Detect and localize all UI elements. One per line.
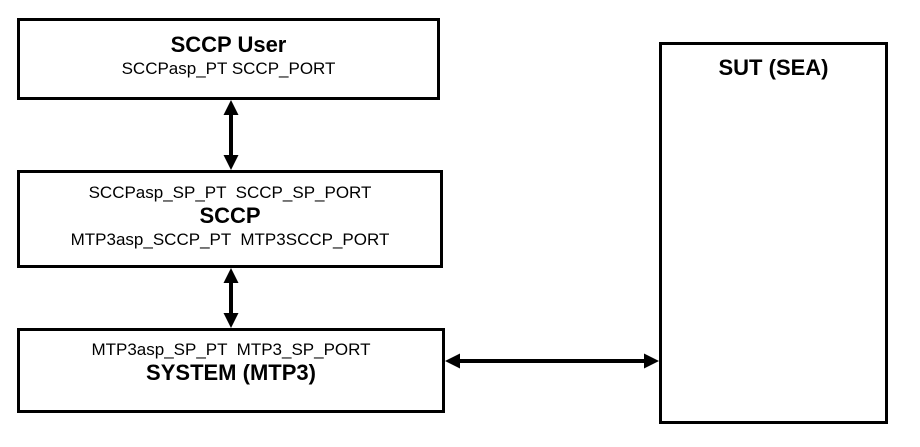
system-mtp3-title: SYSTEM (MTP3) xyxy=(146,360,316,385)
system-mtp3-box: MTP3asp_SP_PT MTP3_SP_PORT SYSTEM (MTP3) xyxy=(17,328,445,413)
sccp-user-ports-label: SCCPasp_PT SCCP_PORT xyxy=(121,59,336,78)
sccp-user-box: SCCP User SCCPasp_PT SCCP_PORT xyxy=(17,18,440,100)
system-mtp3-ports-label: MTP3asp_SP_PT MTP3_SP_PORT xyxy=(91,340,371,359)
sut-title: SUT (SEA) xyxy=(718,55,829,80)
arrow-sccp-to-system-icon xyxy=(223,268,239,328)
sccp-user-title: SCCP User xyxy=(170,32,287,57)
sccp-bottom-ports-label: MTP3asp_SCCP_PT MTP3SCCP_PORT xyxy=(70,230,390,249)
sccp-title: SCCP xyxy=(199,203,261,228)
sccp-top-ports-label: SCCPasp_SP_PT SCCP_SP_PORT xyxy=(88,183,372,202)
sut-box: SUT (SEA) xyxy=(659,42,888,424)
arrow-system-to-sut-icon xyxy=(445,353,659,369)
arrow-sccp-user-to-sccp-icon xyxy=(223,100,239,170)
sccp-box: SCCPasp_SP_PT SCCP_SP_PORT SCCP MTP3asp_… xyxy=(17,170,443,268)
